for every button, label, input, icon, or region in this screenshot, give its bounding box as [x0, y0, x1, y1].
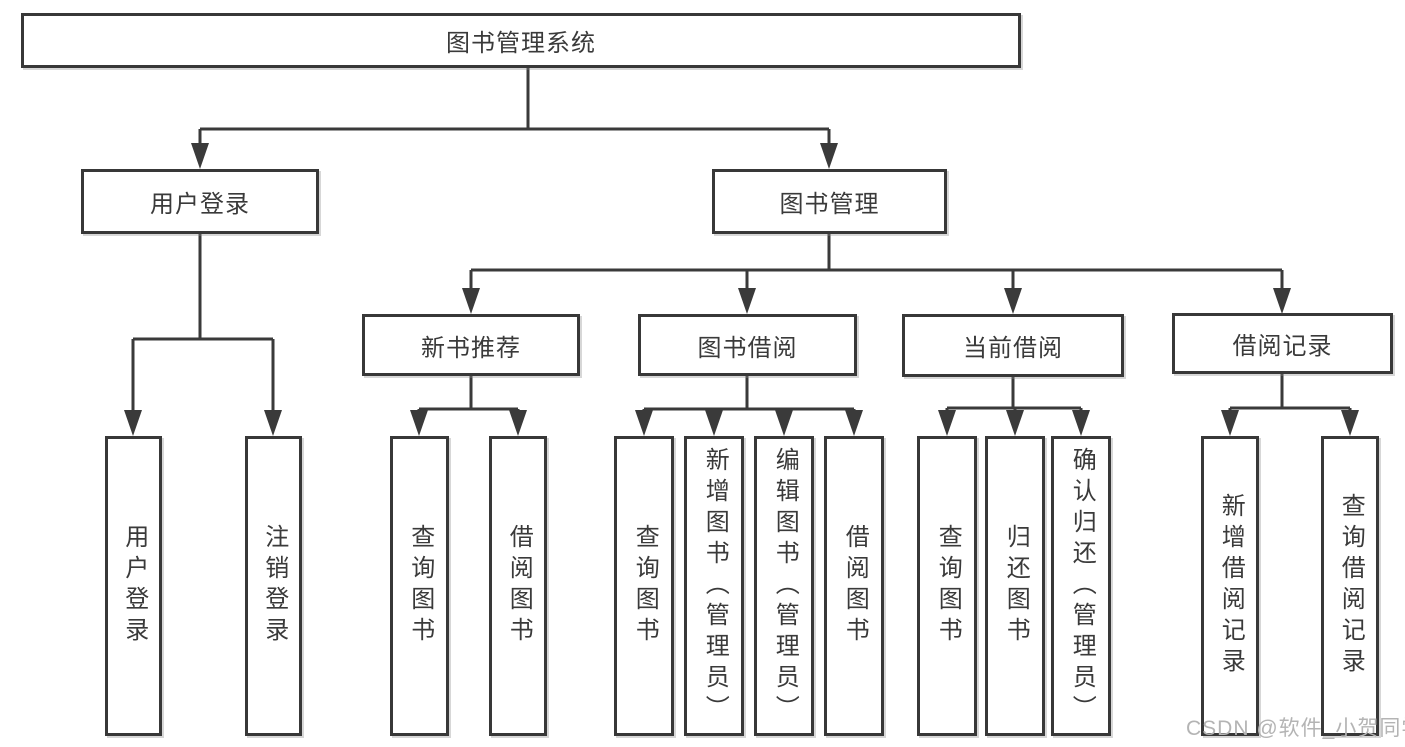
- node-user-login-label: 用户登录: [150, 191, 250, 218]
- leaf-logout: 注销登录: [245, 436, 302, 736]
- leaf-edit-book-admin: 编辑图书（管理员）: [754, 436, 814, 736]
- leaf-borrow-books-recommend: 借阅图书: [489, 436, 547, 736]
- leaf-borrow-books-label: 借阅图书: [841, 524, 869, 648]
- leaf-query-books-current: 查询图书: [917, 436, 977, 736]
- node-book-borrow-label: 图书借阅: [697, 334, 798, 362]
- leaf-user-login-label: 用户登录: [120, 524, 148, 648]
- node-new-book-recommend-label: 新书推荐: [421, 334, 521, 362]
- leaf-query-books-current-label: 查询图书: [934, 524, 962, 648]
- leaf-add-borrow-record-label: 新增借阅记录: [1217, 493, 1245, 679]
- node-borrow-records-label: 借阅记录: [1232, 333, 1333, 360]
- leaf-query-books-recommend-label: 查询图书: [406, 524, 434, 648]
- node-borrow-records: 借阅记录: [1172, 313, 1393, 374]
- leaf-return-book: 归还图书: [985, 436, 1045, 736]
- leaf-add-book-admin-label: 新增图书（管理员）: [701, 446, 729, 726]
- leaf-query-borrow-record-label: 查询借阅记录: [1337, 493, 1365, 679]
- node-new-book-recommend: 新书推荐: [362, 314, 580, 376]
- leaf-confirm-return-admin-label: 确认归还（管理员）: [1068, 446, 1096, 726]
- node-book-management: 图书管理: [712, 169, 947, 234]
- leaf-query-borrow-record: 查询借阅记录: [1321, 436, 1379, 736]
- node-user-login: 用户登录: [81, 169, 319, 234]
- node-root-label: 图书管理系统: [446, 30, 596, 57]
- leaf-add-borrow-record: 新增借阅记录: [1201, 436, 1259, 736]
- leaf-add-book-admin: 新增图书（管理员）: [684, 436, 744, 736]
- leaf-query-books-recommend: 查询图书: [390, 436, 449, 736]
- watermark: CSDN @软件_小贺同学: [1186, 717, 1405, 740]
- leaf-borrow-books-recommend-label: 借阅图书: [505, 524, 533, 648]
- leaf-user-login: 用户登录: [105, 436, 162, 736]
- node-current-borrow: 当前借阅: [902, 314, 1124, 377]
- leaf-borrow-books: 借阅图书: [824, 436, 884, 736]
- node-book-borrow: 图书借阅: [638, 314, 857, 376]
- node-current-borrow-label: 当前借阅: [963, 335, 1063, 362]
- leaf-confirm-return-admin: 确认归还（管理员）: [1051, 436, 1111, 736]
- node-book-management-label: 图书管理: [779, 191, 880, 218]
- leaf-query-books-borrow-label: 查询图书: [631, 524, 659, 648]
- leaf-edit-book-admin-label: 编辑图书（管理员）: [771, 446, 799, 726]
- leaf-logout-label: 注销登录: [260, 524, 288, 648]
- leaf-query-books-borrow: 查询图书: [614, 436, 674, 736]
- node-root: 图书管理系统: [21, 13, 1021, 68]
- leaf-return-book-label: 归还图书: [1002, 524, 1030, 648]
